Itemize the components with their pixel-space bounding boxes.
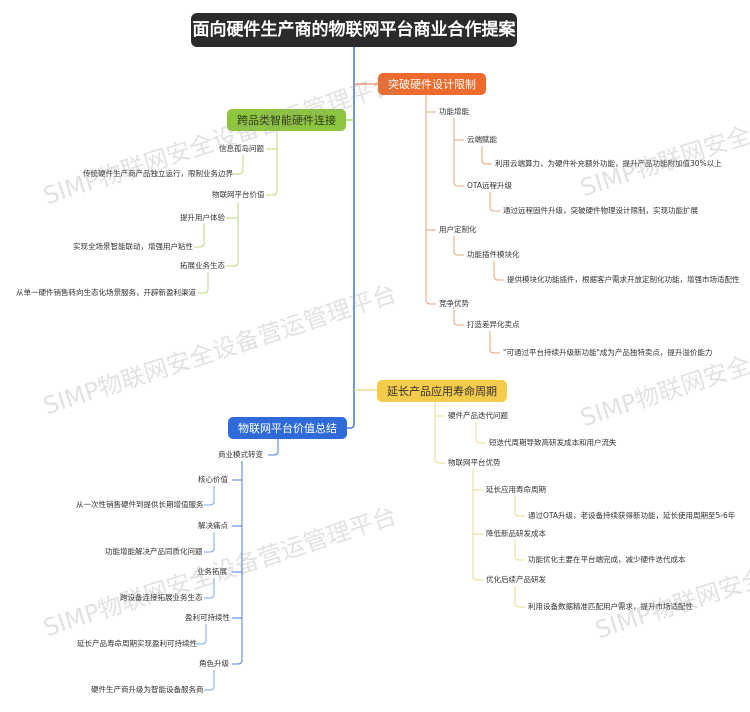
topic-node[interactable]: 打造差异化卖点 [467, 320, 520, 329]
topic-node[interactable]: 从一次性销售硬件到提供长期增值服务 [76, 500, 204, 509]
branch-node-value-summary[interactable]: 物联网平台价值总结 [228, 417, 347, 439]
topic-node[interactable]: 竞争优势 [439, 299, 469, 308]
topic-node[interactable]: 硬件产品迭代问题 [448, 411, 508, 420]
topic-node[interactable]: 提供模块化功能插件，根据客户需求开放定制化功能，增强市场适配性 [507, 275, 740, 284]
topic-node[interactable]: 利用设备数据精准匹配用户需求，提升市场适配性 [528, 602, 693, 611]
topic-node[interactable]: 用户定制化 [439, 225, 477, 234]
topic-node[interactable]: 短迭代周期导致高研发成本和用户流失 [489, 438, 617, 447]
topic-node[interactable]: 解决痛点 [198, 521, 228, 530]
topic-node[interactable]: 延长产品寿命周期实现盈利可持续性 [77, 639, 197, 648]
topic-node[interactable]: 硬件生产商升级为智能设备服务商 [91, 685, 204, 694]
topic-node[interactable]: 通过OTA升级，老设备持续获得新功能，延长使用周期至5-6年 [528, 511, 736, 520]
topic-node[interactable]: 功能插件模块化 [467, 250, 520, 259]
topic-node[interactable]: 提升用户体验 [180, 213, 225, 222]
topic-node[interactable]: 业务拓展 [197, 567, 227, 576]
topic-node[interactable]: 延长应用寿命周期 [486, 485, 546, 494]
topic-node[interactable]: 商业模式转变 [218, 450, 263, 459]
topic-node[interactable]: 物联网平台优势 [448, 458, 501, 467]
topic-node[interactable]: "可通过平台持续升级新功能"成为产品独特卖点，提升溢价能力 [503, 348, 713, 357]
topic-node[interactable]: 拓展业务生态 [180, 261, 225, 270]
branch-node-extend-lifecycle[interactable]: 延长产品应用寿命周期 [377, 380, 507, 402]
topic-node[interactable]: 通过远程固件升级，突破硬件物理设计限制，实现功能扩展 [503, 206, 698, 215]
topic-node[interactable]: 角色升级 [199, 659, 229, 668]
topic-node[interactable]: 从单一硬件销售转向生态化场景服务，开辟新盈利渠道 [16, 288, 196, 297]
topic-node[interactable]: 云端赋能 [467, 135, 497, 144]
topic-node[interactable]: 传统硬件生产商产品独立运行，限制业务边界 [83, 169, 233, 178]
topic-node[interactable]: 功能增能解决产品同质化问题 [105, 547, 203, 556]
root-node-title[interactable]: 面向硬件生产商的物联网平台商业合作提案 [191, 13, 517, 47]
topic-node[interactable]: 降低新品研发成本 [486, 529, 546, 538]
topic-node[interactable]: 物联网平台价值 [212, 190, 265, 199]
topic-node[interactable]: 信息孤岛问题 [219, 144, 264, 153]
branch-node-break-design-limits[interactable]: 突破硬件设计限制 [378, 73, 486, 95]
topic-node[interactable]: 功能优化主要在平台端完成，减少硬件迭代成本 [528, 555, 686, 564]
topic-node[interactable]: 利用云端算力，为硬件补充额外功能，提升产品功能附加值30%以上 [495, 159, 722, 168]
topic-node[interactable]: 核心价值 [198, 475, 228, 484]
topic-node[interactable]: 实现全场景智能联动，增强用户粘性 [73, 242, 193, 251]
topic-node[interactable]: 盈利可持续性 [185, 613, 230, 622]
topic-node[interactable]: 功能增能 [439, 107, 469, 116]
topic-node[interactable]: 跨设备连接拓展业务生态 [120, 593, 203, 602]
topic-node[interactable]: OTA远程升级 [467, 181, 513, 190]
branch-node-cross-category-connection[interactable]: 跨品类智能硬件连接 [227, 109, 346, 131]
topic-node[interactable]: 优化后续产品研发 [486, 575, 546, 584]
